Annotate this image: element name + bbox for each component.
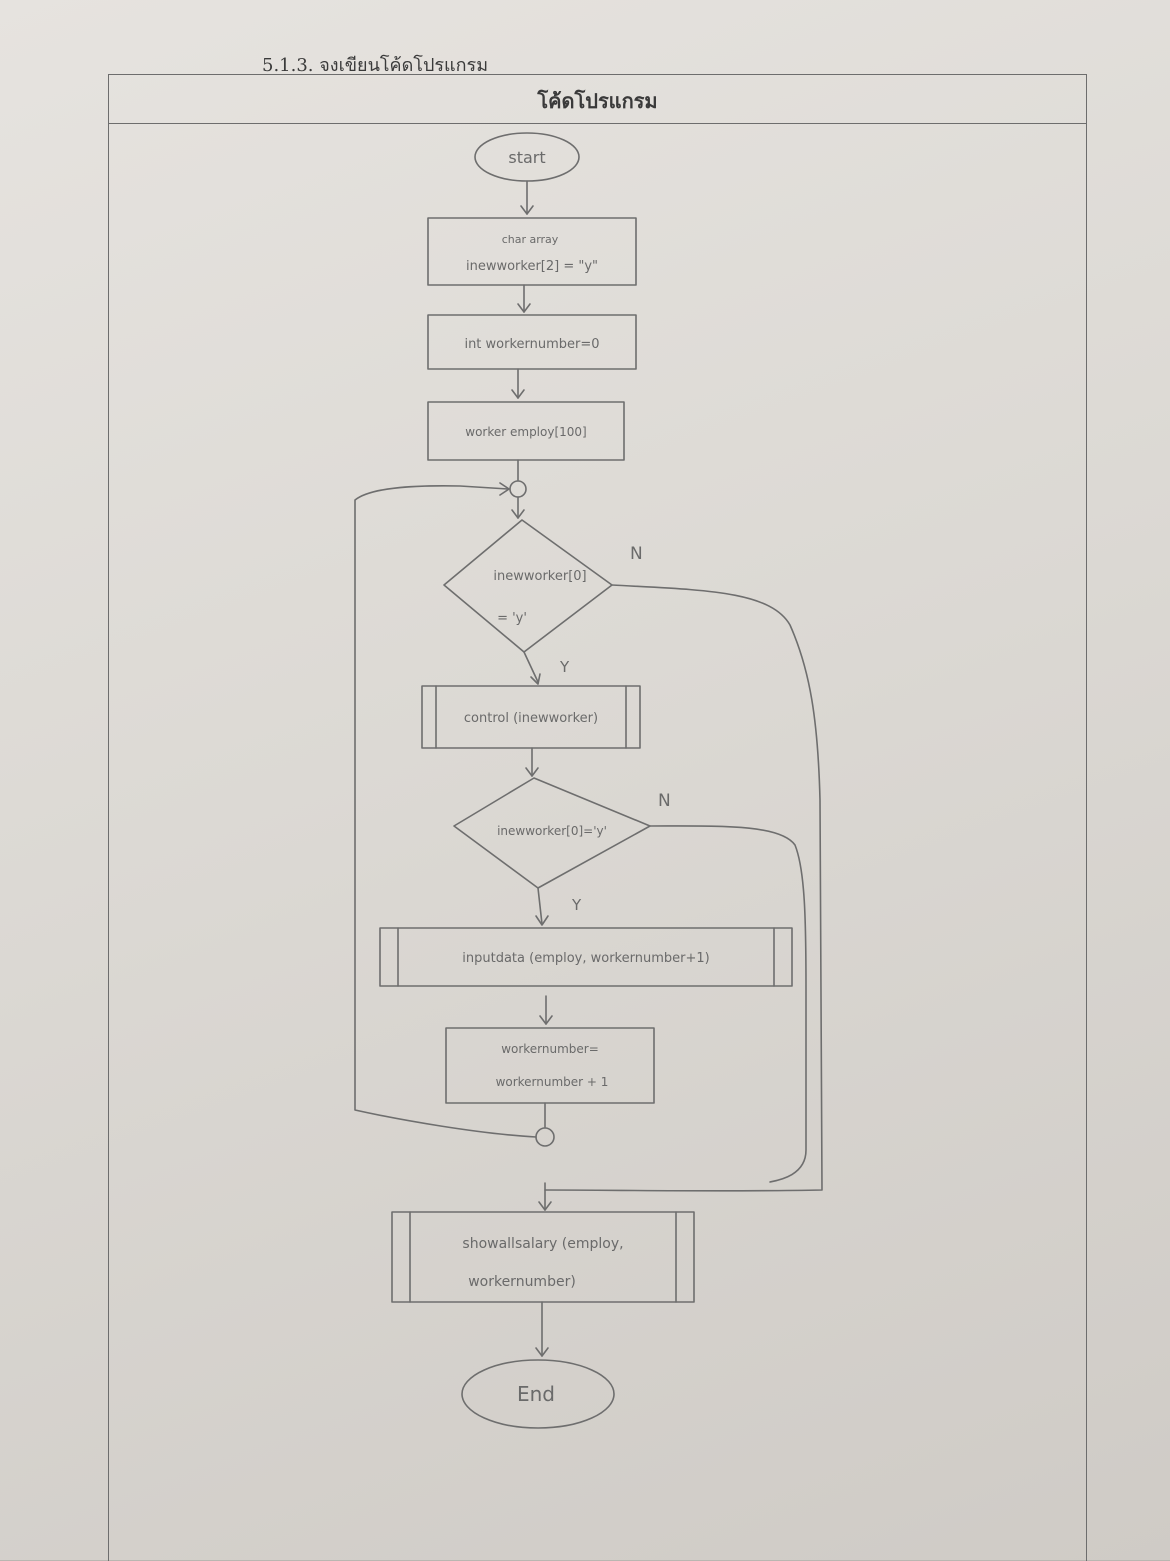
arrowhead xyxy=(511,389,525,399)
no-branch-1-line xyxy=(544,584,823,1192)
arrowhead xyxy=(535,1347,549,1357)
arrowhead xyxy=(511,509,525,519)
arrowhead xyxy=(517,303,531,313)
arrowhead xyxy=(499,482,510,496)
exercise-heading: 5.1.3. จงเขียนโค้ดโปรแกรม xyxy=(262,55,489,76)
showallsalary-line2: workernumber) xyxy=(468,1274,576,1290)
loop-back-line xyxy=(354,485,537,1138)
declare-array-box xyxy=(427,217,637,286)
arrowhead xyxy=(520,205,534,215)
declare-employ-label: worker employ[100] xyxy=(465,425,586,439)
arrow-yes xyxy=(537,887,543,925)
declare-counter-label: int workernumber=0 xyxy=(464,337,599,352)
declare-array-line1: char array xyxy=(502,233,559,246)
arrowhead xyxy=(525,767,539,777)
frame-header: โค้ดโปรแกรม xyxy=(109,75,1086,124)
end-terminal xyxy=(461,1359,615,1429)
arrow-yes xyxy=(523,651,539,683)
control-subroutine-box xyxy=(421,685,641,749)
loop-connector-bottom xyxy=(535,1127,555,1147)
control-call-label: control (inewworker) xyxy=(464,711,598,726)
arrowhead xyxy=(539,1015,553,1025)
showallsalary-line1: showallsalary (employ, xyxy=(462,1236,623,1252)
decision1-line1: inewworker[0] xyxy=(493,569,586,584)
increment-line1: workernumber= xyxy=(501,1042,599,1056)
decision1-no-label: N xyxy=(630,544,643,564)
inputdata-call-label: inputdata (employ, workernumber+1) xyxy=(462,951,709,966)
increment-line2: workernumber + 1 xyxy=(496,1075,609,1089)
decision2-label: inewworker[0]='y' xyxy=(497,824,607,838)
code-frame: โค้ดโปรแกรม xyxy=(108,74,1087,1561)
increment-box xyxy=(445,1027,655,1104)
no-branch-2-line xyxy=(649,825,807,1183)
loop-connector-top xyxy=(509,480,527,498)
end-label: End xyxy=(517,1382,555,1406)
inputdata-subroutine-box xyxy=(379,927,793,987)
decision2-yes-label: Y xyxy=(571,896,582,914)
showallsalary-subroutine-box xyxy=(391,1211,695,1303)
decision1-line2: = 'y' xyxy=(497,611,527,626)
start-label: start xyxy=(508,148,545,167)
declare-counter-box xyxy=(427,314,637,370)
arrowhead xyxy=(535,915,549,926)
arrowhead xyxy=(530,673,541,685)
arrowhead xyxy=(538,1201,552,1211)
decision1-yes-label: Y xyxy=(559,658,570,676)
decision2-no-label: N xyxy=(658,791,671,811)
declare-employ-box xyxy=(427,401,625,461)
decision-new-worker xyxy=(443,519,613,653)
declare-array-line2: inewworker[2] = "y" xyxy=(466,259,598,274)
frame-title: โค้ดโปรแกรม xyxy=(537,89,658,113)
